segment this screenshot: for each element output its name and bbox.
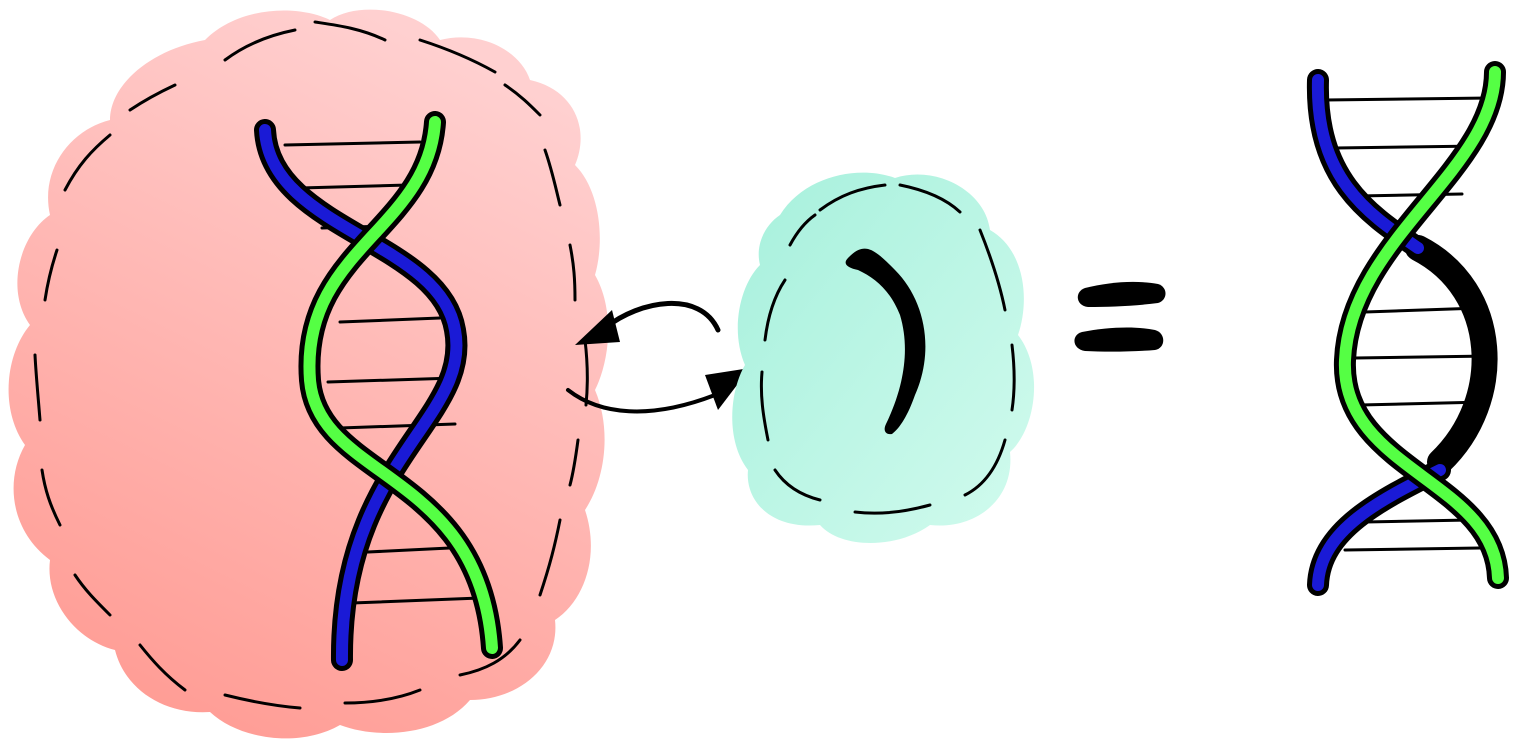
result-dna-new-strand	[1418, 248, 1485, 462]
equals-sign	[1074, 282, 1165, 352]
equals-bottom-bar	[1074, 328, 1163, 352]
equals-top-bar	[1078, 282, 1166, 307]
particle-blob	[732, 173, 1034, 543]
result-dna-helix	[1318, 72, 1498, 585]
arrow-to-cell-shaft	[605, 303, 718, 330]
particle-body	[732, 173, 1034, 543]
